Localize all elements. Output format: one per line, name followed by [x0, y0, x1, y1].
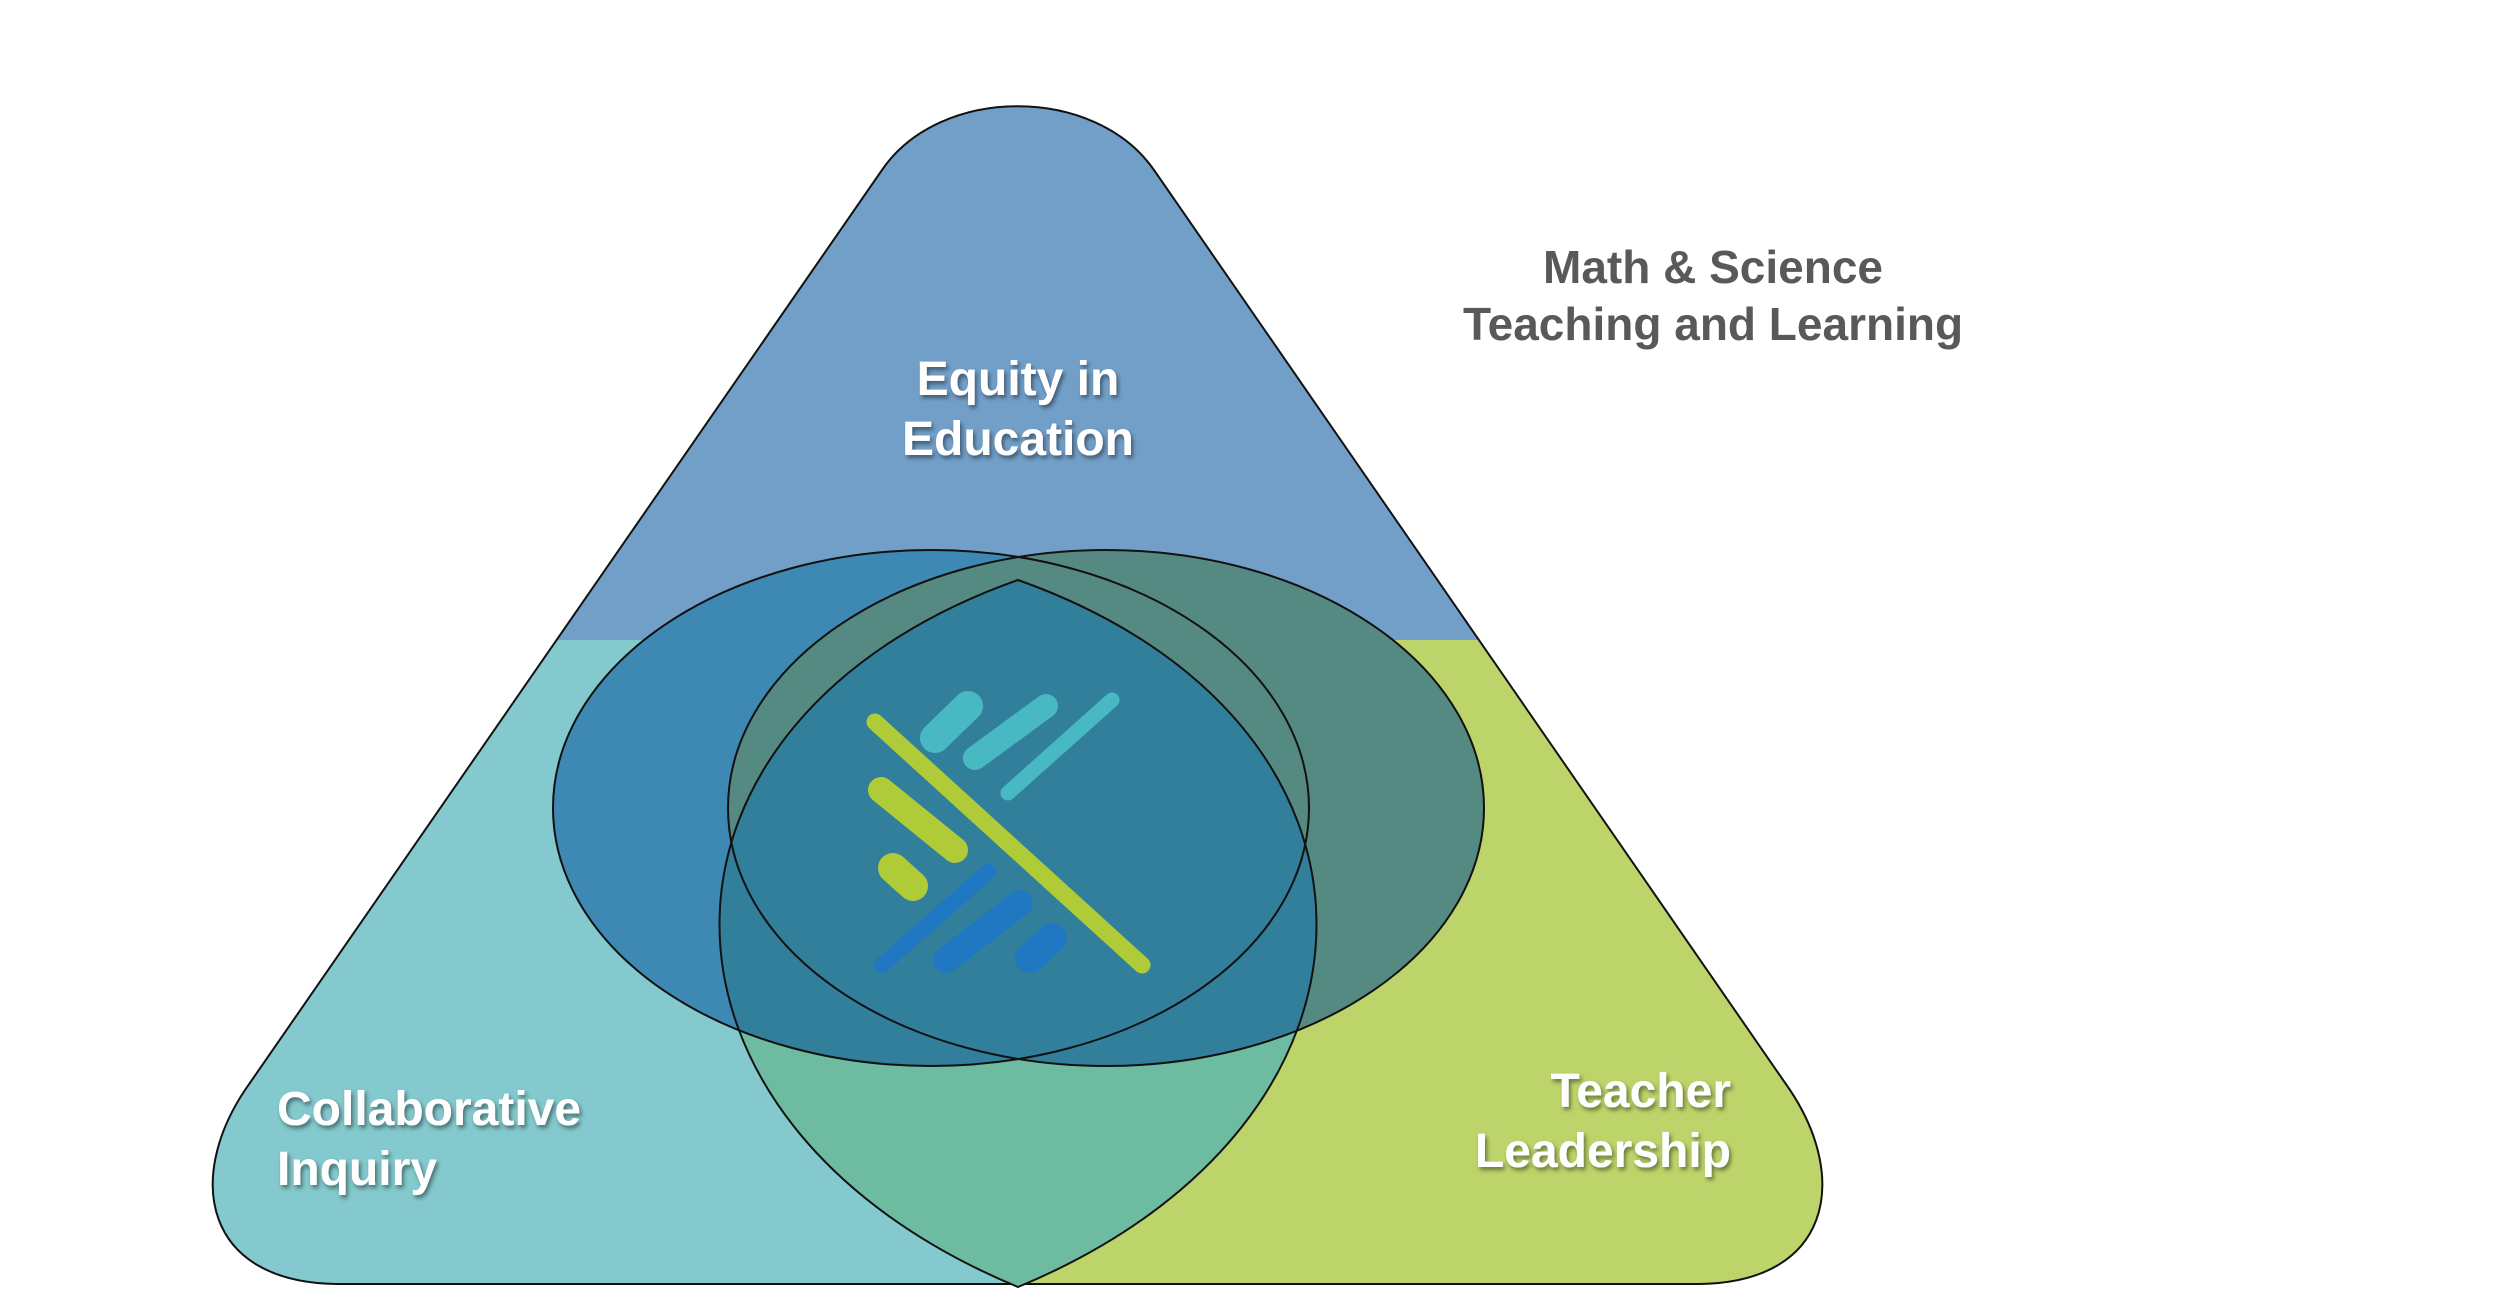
- diagram-title-line2: Teaching and Learning: [1463, 298, 1963, 350]
- triangle-outline: [211, 105, 1824, 1285]
- logo-icon: [866, 691, 1151, 974]
- equity-label-line2: Education: [902, 413, 1134, 466]
- leadership-label-line1: Teacher: [1550, 1065, 1731, 1118]
- left-ellipse-outline: [552, 549, 1310, 1067]
- diagram-title-line1: Math & Science: [1543, 241, 1883, 293]
- right-ellipse-outline: [727, 549, 1485, 1067]
- leadership-label-line2: Leadership: [1475, 1125, 1731, 1178]
- inquiry-label-line2: Inquiry: [277, 1143, 437, 1196]
- equity-label-line1: Equity in: [917, 353, 1120, 406]
- lens-outline: [718, 578, 1318, 1289]
- inquiry-label-line1: Collaborative: [277, 1083, 581, 1136]
